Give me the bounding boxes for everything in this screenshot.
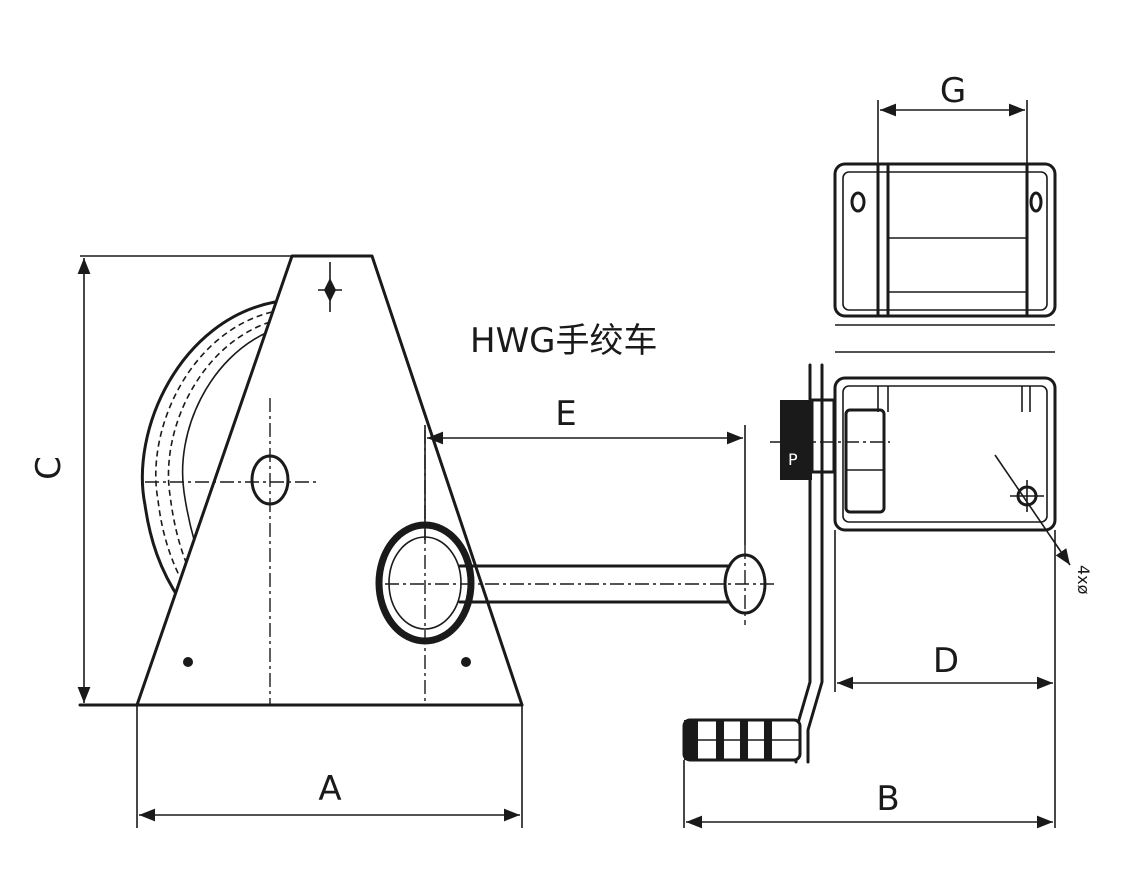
lower-bracket: 4xø bbox=[833, 376, 1093, 595]
dimension-c: C bbox=[29, 258, 91, 703]
dim-label-b: B bbox=[876, 779, 899, 819]
dimension-a: A bbox=[136, 705, 523, 828]
crank-grip bbox=[682, 718, 802, 762]
dim-label-e: E bbox=[555, 394, 576, 434]
side-plate bbox=[135, 254, 524, 707]
dimension-e: E bbox=[424, 394, 746, 545]
dimension-d: D bbox=[834, 530, 1056, 828]
gear-label: P bbox=[788, 450, 798, 469]
dim-label-a: A bbox=[318, 769, 341, 809]
dimension-b: B bbox=[683, 760, 1053, 829]
side-view: 4xø P G bbox=[682, 71, 1093, 829]
mount-dot-left bbox=[183, 657, 193, 667]
pawl-block: P bbox=[770, 398, 890, 480]
drawing-title: HWG手绞车 bbox=[470, 321, 658, 361]
front-view: E C A bbox=[29, 254, 775, 828]
dim-label-g: G bbox=[940, 71, 966, 111]
top-mark bbox=[318, 262, 342, 312]
dim-label-c: C bbox=[29, 456, 69, 480]
dimension-g: G bbox=[877, 71, 1028, 164]
hole-note: 4xø bbox=[1074, 565, 1093, 595]
handle-arm bbox=[458, 564, 730, 604]
middle-band bbox=[835, 324, 1055, 353]
dim-label-d: D bbox=[933, 641, 959, 681]
upper-bracket bbox=[833, 162, 1057, 318]
mount-dot-right bbox=[461, 657, 471, 667]
